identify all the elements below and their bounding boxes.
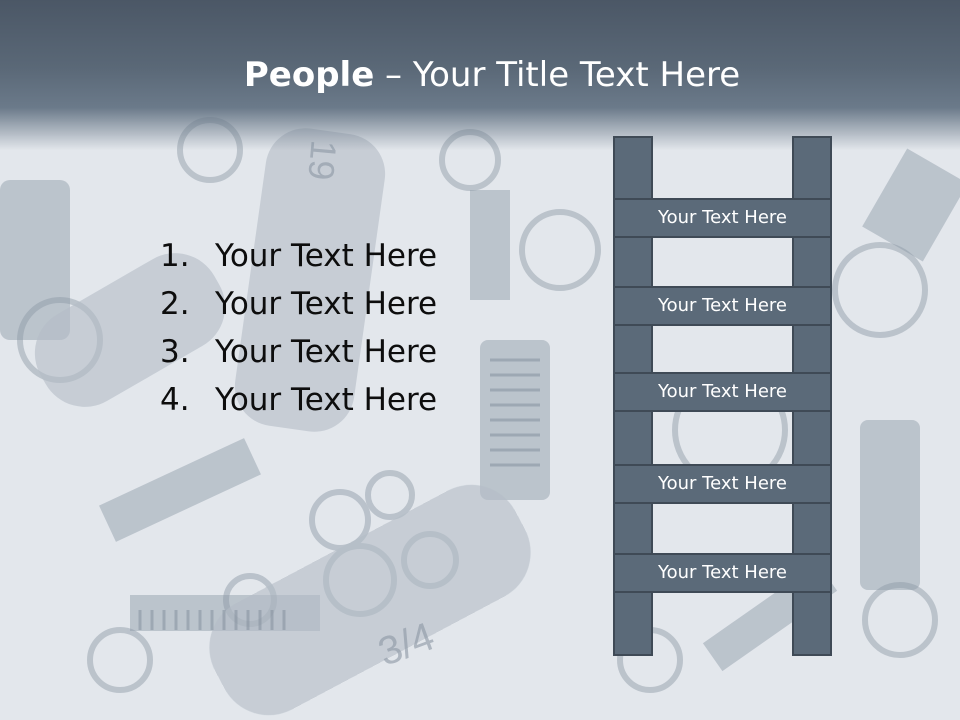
ladder-rung-1: Your Text Here [613, 198, 832, 238]
title-band [0, 0, 960, 150]
slide-title: People – Your Title Text Here [0, 52, 960, 98]
list-item: 3. Your Text Here [160, 328, 437, 376]
ladder-rung-3: Your Text Here [613, 372, 832, 412]
title-rest: – Your Title Text Here [374, 55, 741, 95]
ladder-rung-2: Your Text Here [613, 286, 832, 326]
numbered-list: 1. Your Text Here 2. Your Text Here 3. Your… [160, 232, 437, 424]
list-text: Your Text Here [215, 334, 438, 370]
list-item: 1. Your Text Here [160, 232, 437, 280]
list-number: 4. [160, 382, 190, 418]
list-text: Your Text Here [215, 286, 438, 322]
list-number: 2. [160, 286, 190, 322]
title-bold-word: People [243, 55, 375, 95]
list-number: 3. [160, 334, 190, 370]
list-text: Your Text Here [215, 382, 438, 418]
list-item: 4. Your Text Here [160, 376, 437, 424]
list-item: 2. Your Text Here [160, 280, 437, 328]
ladder-rung-5: Your Text Here [613, 553, 832, 593]
ladder-rung-4: Your Text Here [613, 464, 832, 504]
list-number: 1. [160, 238, 190, 274]
list-text: Your Text Here [215, 238, 438, 274]
